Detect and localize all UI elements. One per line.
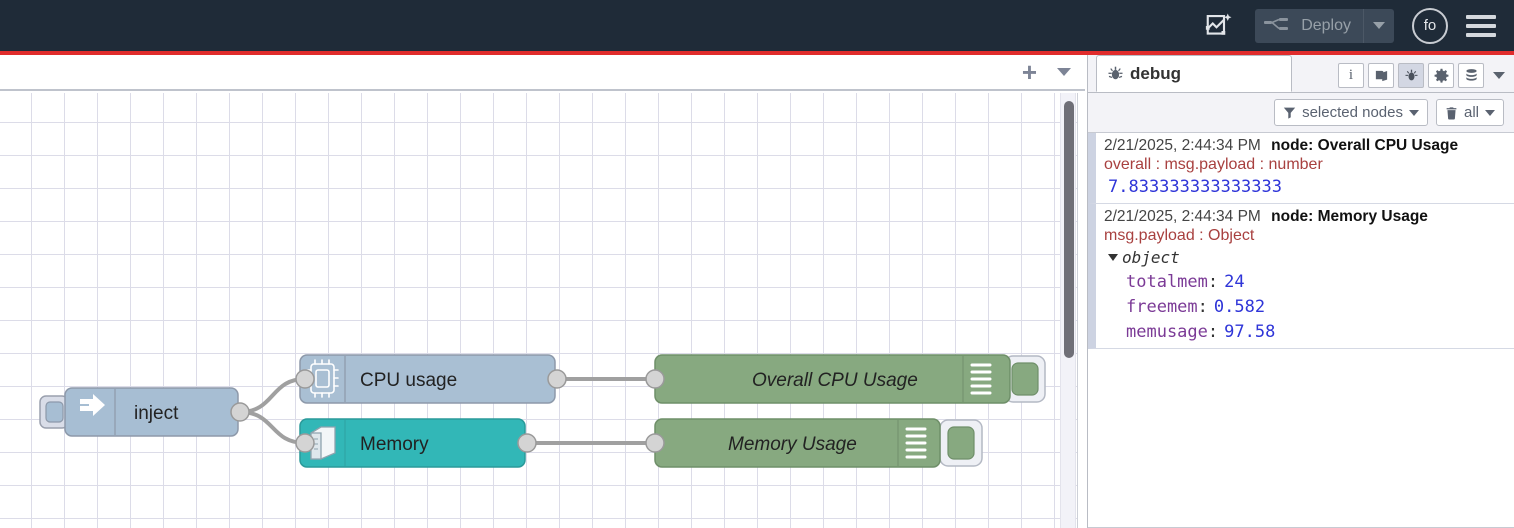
- debug-message[interactable]: 2/21/2025, 2:44:34 PM node: Overall CPU …: [1088, 133, 1514, 204]
- debug-object-property: totalmem:24: [1126, 272, 1245, 292]
- property-value: 97.58: [1224, 322, 1276, 342]
- debug-lines-icon: [970, 363, 992, 395]
- cpu-input-port[interactable]: [295, 369, 315, 389]
- debug-bug-icon[interactable]: [1398, 63, 1424, 88]
- debug-mem-input-port[interactable]: [645, 433, 665, 453]
- sidebar-tabrow: debug i: [1088, 55, 1514, 93]
- debug-sidebar: debug i: [1087, 55, 1514, 528]
- node-cpu-usage[interactable]: CPU usage: [295, 354, 567, 404]
- debug-object-property: freemem:0.582: [1126, 297, 1266, 317]
- node-debug-overall-cpu-usage[interactable]: Overall CPU Usage: [645, 354, 1046, 404]
- wire-inject-to-cpu: [239, 377, 306, 414]
- debug-message-header: 2/21/2025, 2:44:34 PM node: Overall CPU …: [1104, 137, 1508, 155]
- flow-list-menu-icon[interactable]: [1057, 68, 1071, 76]
- funnel-icon: [1283, 107, 1296, 119]
- property-value: 24: [1224, 272, 1245, 292]
- workspace-tabbar: +: [0, 55, 1085, 91]
- config-gear-icon[interactable]: [1428, 63, 1454, 88]
- trash-icon: [1446, 106, 1457, 119]
- property-value: 0.582: [1213, 297, 1266, 317]
- bug-icon: [1108, 66, 1123, 80]
- inject-arrow-icon: [80, 394, 105, 416]
- info-icon[interactable]: i: [1338, 63, 1364, 88]
- help-book-icon[interactable]: [1368, 63, 1394, 88]
- node-label: Overall CPU Usage: [752, 370, 918, 391]
- inject-trigger-inner: [45, 401, 64, 423]
- memory-input-port[interactable]: [295, 433, 315, 453]
- debug-message-list[interactable]: 2/21/2025, 2:44:34 PM node: Overall CPU …: [1088, 133, 1514, 528]
- wire-inject-to-memory: [239, 410, 306, 445]
- deploy-label: Deploy: [1301, 16, 1351, 34]
- deploy-icon: [1264, 17, 1289, 30]
- debug-topic: msg.payload : Object: [1104, 227, 1255, 244]
- filter-label: selected nodes: [1302, 104, 1403, 121]
- avatar-initials: fo: [1423, 17, 1437, 34]
- cpu-output-port[interactable]: [547, 369, 567, 389]
- debug-object-property: memusage:97.58: [1126, 322, 1276, 342]
- flow-sparkle-icon[interactable]: [1201, 9, 1237, 43]
- debug-source-node: node: Overall CPU Usage: [1271, 137, 1459, 154]
- chevron-down-icon: [1485, 109, 1495, 116]
- chevron-down-icon: [1373, 22, 1385, 29]
- sidebar-tools-menu-icon[interactable]: [1488, 63, 1510, 88]
- deploy-button[interactable]: Deploy: [1255, 8, 1394, 43]
- node-debug-memory-usage[interactable]: Memory Usage: [645, 418, 983, 468]
- flow-diagram: inject CPU usage: [39, 354, 1046, 468]
- node-label: Memory Usage: [728, 434, 857, 455]
- app-header: Deploy fo: [0, 0, 1514, 51]
- scrollbar-thumb[interactable]: [1064, 101, 1074, 358]
- clear-all-button[interactable]: all: [1435, 99, 1504, 126]
- clear-label: all: [1463, 104, 1479, 121]
- chevron-down-icon: [1408, 109, 1419, 116]
- node-label: Memory: [360, 434, 429, 455]
- debug-object-label: object: [1122, 248, 1180, 267]
- context-data-icon[interactable]: [1458, 63, 1484, 88]
- debug-mem-toggle-button[interactable]: [947, 426, 975, 460]
- filter-selected-nodes-button[interactable]: selected nodes: [1274, 99, 1428, 126]
- sidebar-tool-buttons: i: [1338, 63, 1510, 88]
- debug-message-header: 2/21/2025, 2:44:34 PM node: Memory Usage: [1104, 208, 1508, 226]
- node-label: CPU usage: [360, 370, 457, 391]
- flow-canvas[interactable]: inject CPU usage: [0, 93, 1085, 528]
- debug-timestamp: 2/21/2025, 2:44:34 PM: [1104, 137, 1261, 154]
- add-flow-button[interactable]: +: [1021, 57, 1037, 87]
- node-memory[interactable]: Memory: [295, 418, 537, 468]
- debug-source-node: node: Memory Usage: [1271, 208, 1428, 225]
- avatar[interactable]: fo: [1412, 7, 1448, 44]
- server-tower-icon: [310, 426, 336, 460]
- debug-filter-row: selected nodes all: [1088, 93, 1514, 133]
- node-inject[interactable]: inject: [39, 387, 250, 437]
- property-key: memusage: [1126, 322, 1208, 342]
- hamburger-menu-icon[interactable]: [1466, 14, 1496, 37]
- header-accent-line: [0, 51, 1514, 55]
- triangle-down-icon[interactable]: [1108, 254, 1118, 261]
- debug-cpu-toggle-button[interactable]: [1011, 362, 1039, 396]
- tab-debug[interactable]: debug: [1096, 55, 1292, 92]
- debug-timestamp: 2/21/2025, 2:44:34 PM: [1104, 208, 1261, 225]
- debug-message[interactable]: 2/21/2025, 2:44:34 PM node: Memory Usage…: [1088, 204, 1514, 349]
- debug-cpu-input-port[interactable]: [645, 369, 665, 389]
- debug-lines-icon: [905, 427, 927, 459]
- debug-object-root[interactable]: object: [1104, 248, 1508, 267]
- node-label: inject: [134, 403, 179, 424]
- canvas-vertical-scrollbar[interactable]: [1060, 93, 1076, 528]
- debug-value: 7.833333333333333: [1108, 177, 1282, 197]
- memory-output-port[interactable]: [517, 433, 537, 453]
- debug-topic: overall : msg.payload : number: [1104, 156, 1323, 173]
- property-key: totalmem: [1126, 272, 1208, 292]
- tab-debug-label: debug: [1130, 63, 1181, 83]
- inject-output-port[interactable]: [230, 402, 250, 422]
- canvas-right-edge: [1077, 93, 1085, 528]
- deploy-dropdown-button[interactable]: [1363, 8, 1390, 43]
- property-key: freemem: [1126, 297, 1198, 317]
